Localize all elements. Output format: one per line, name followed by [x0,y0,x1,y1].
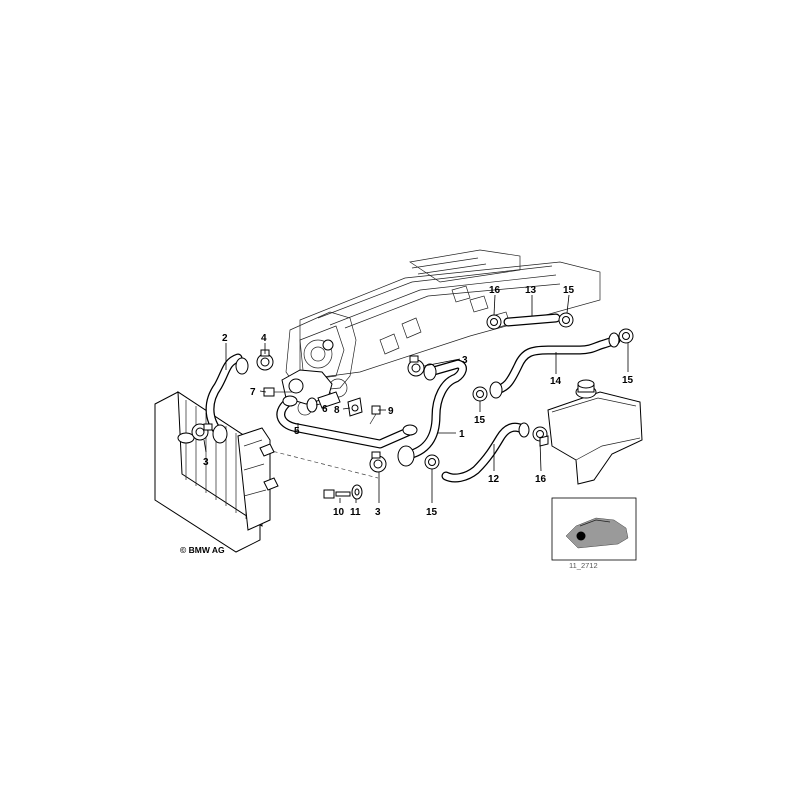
hose-12 [441,422,530,483]
callout-16-upper: 16 [489,285,501,296]
hose-clamp-16-upper [486,314,502,330]
hose-2 [205,353,249,444]
hose-clamp-15-upper [558,312,574,328]
callout-7: 7 [250,387,256,398]
callout-3-radiator: 3 [203,457,209,468]
hose-1 [397,359,467,467]
callout-labels: 1 2 3 3 3 4 5 6 7 8 9 10 11 12 13 14 15 … [203,285,634,518]
bolt-10 [323,489,351,499]
expansion-tank-illustration [539,379,643,485]
callout-15-upper: 15 [563,285,575,296]
callout-3-lower: 3 [375,507,381,518]
callout-3-upper: 3 [462,355,468,366]
seal-ring-6 [306,397,318,413]
callout-10: 10 [333,507,345,518]
hose-13 [503,313,561,327]
hose-clamp-3-radiator [191,423,213,441]
hose-clamp-3-lower [369,451,387,473]
callout-14: 14 [550,376,562,387]
callout-8: 8 [334,405,340,416]
callout-15-right: 15 [622,375,634,386]
callout-13: 13 [525,285,537,296]
copyright-label: © BMW AG [180,545,225,555]
callout-15-lower: 15 [426,507,438,518]
vehicle-locator-inset [551,497,637,561]
callout-2: 2 [222,333,228,344]
callout-6: 6 [322,404,328,415]
callout-12: 12 [488,474,500,485]
callout-4: 4 [261,333,267,344]
radiator-illustration [154,391,279,553]
callout-16-lower: 16 [535,474,547,485]
leader-lines [203,294,629,503]
hose-14 [489,332,621,399]
callout-9: 9 [388,406,394,417]
hose-clamp-15-right [618,328,634,344]
callout-1: 1 [459,429,465,440]
hose-clamp-3-upper [407,355,425,377]
hose-clamp-15-lower [424,454,440,470]
callout-15-left: 15 [474,415,486,426]
callout-11: 11 [350,507,361,518]
callout-5: 5 [294,426,300,437]
washer-11 [351,484,363,500]
bracket-8 [347,397,363,417]
figure-id-label: 11_2712 [569,561,598,570]
hose-clamp-15-left [472,386,488,402]
screw-9 [369,405,381,425]
